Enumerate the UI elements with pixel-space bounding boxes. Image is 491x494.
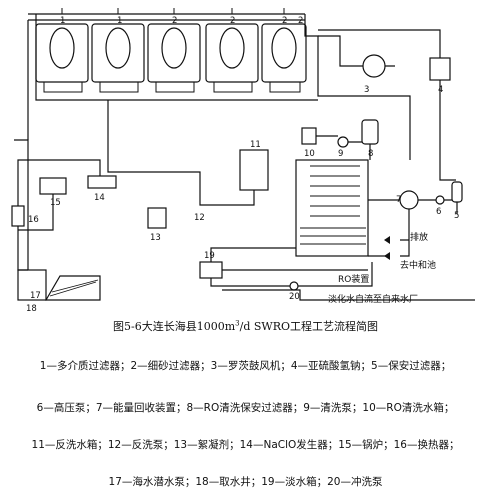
- ro-device: [295, 159, 369, 257]
- caption-suffix: /d SWRO工程工艺流程简图: [239, 320, 378, 333]
- naclo-generator: [87, 175, 117, 189]
- unit-label-3: 3: [364, 85, 369, 95]
- heat-exchanger: [11, 205, 25, 227]
- cleaning-pump: [337, 136, 349, 148]
- filter-vessels: [35, 23, 307, 83]
- top-header-pipe: [28, 13, 411, 160]
- unit-label-18: 18: [26, 304, 37, 314]
- unit-label-11: 11: [250, 140, 261, 150]
- boiler: [39, 177, 67, 195]
- unit-label-5: 5: [454, 211, 459, 221]
- neutral-pool-arrow: [384, 252, 390, 260]
- caption-prefix: 图5-6大连长海县1000m: [113, 320, 236, 333]
- unit-label-7: 7: [396, 195, 401, 205]
- unit-label-16: 16: [28, 215, 39, 225]
- backwash-tank: [239, 149, 269, 191]
- flocculant-tank: [147, 207, 167, 229]
- unit-label-1b: 1: [117, 16, 122, 26]
- cartridge-filter: [451, 181, 463, 203]
- unit-label-2c: 2: [282, 16, 287, 26]
- unit-label-1a: 1: [60, 16, 65, 26]
- ro-cleaning-tank: [301, 127, 317, 145]
- unit-label-10: 10: [304, 149, 315, 159]
- discharge-arrow: [384, 236, 390, 244]
- unit-label-13: 13: [150, 233, 161, 243]
- unit-label-12: 12: [194, 213, 205, 223]
- unit-label-19: 19: [204, 251, 215, 261]
- header-pipe: [27, 14, 318, 140]
- unit-label-2d: 2: [298, 16, 303, 26]
- caption-superscript: 3: [235, 319, 240, 328]
- unit-label-6: 6: [436, 207, 441, 217]
- process-flow-diagram: 1 1 2 2 2 2 3 4 5 6 7 8 9 10 11 12 13 14…: [11, 8, 475, 314]
- unit-label-15: 15: [50, 198, 61, 208]
- unit-label-9: 9: [338, 149, 343, 159]
- energy-recovery-device: [399, 190, 419, 210]
- unit-label-20: 20: [289, 292, 300, 302]
- legend-line-3: 11—反洗水箱；12—反洗泵；13—絮凝剂；14—NaClO发生器；15—锅炉；…: [31, 439, 460, 451]
- high-pressure-pump: [435, 195, 445, 205]
- unit-label-2a: 2: [172, 16, 177, 26]
- ro-device-label: RO装置: [338, 273, 369, 285]
- unit-label-17: 17: [30, 291, 41, 301]
- to-water-plant-label: 淡化水自流至自来水厂: [328, 293, 418, 305]
- unit-label-2b: 2: [230, 16, 235, 26]
- flush-pump: [289, 281, 299, 291]
- sodium-bisulfite-tank: [429, 57, 451, 81]
- intake-well: [17, 269, 47, 301]
- unit-label-14: 14: [94, 193, 105, 203]
- cleaning-cartridge-filter: [361, 119, 379, 145]
- unit-label-4: 4: [438, 85, 443, 95]
- legend-line-4: 17—海水潜水泵；18—取水井；19—淡水箱；20—冲洗泵: [108, 476, 383, 488]
- unit-label-8: 8: [368, 149, 373, 159]
- seawater-intake: [44, 275, 101, 301]
- neutral-pool-label: 去中和池: [400, 259, 436, 271]
- legend-line-1: 1—多介质过滤器；2—细砂过滤器；3—罗茨鼓风机；4—亚硫酸氢钠；5—保安过滤器…: [39, 360, 452, 372]
- figure-caption: 图5-6大连长海县1000m3/d SWRO工程工艺流程简图: [0, 318, 491, 334]
- roots-blower: [362, 54, 386, 78]
- discharge-label: 排放: [410, 231, 428, 243]
- filter-valves: [43, 8, 301, 93]
- fresh-water-tank: [199, 261, 223, 279]
- legend-line-2: 6—高压泵；7—能量回收装置；8—RO清洗保安过滤器；9—清洗泵；10—RO清洗…: [36, 402, 455, 414]
